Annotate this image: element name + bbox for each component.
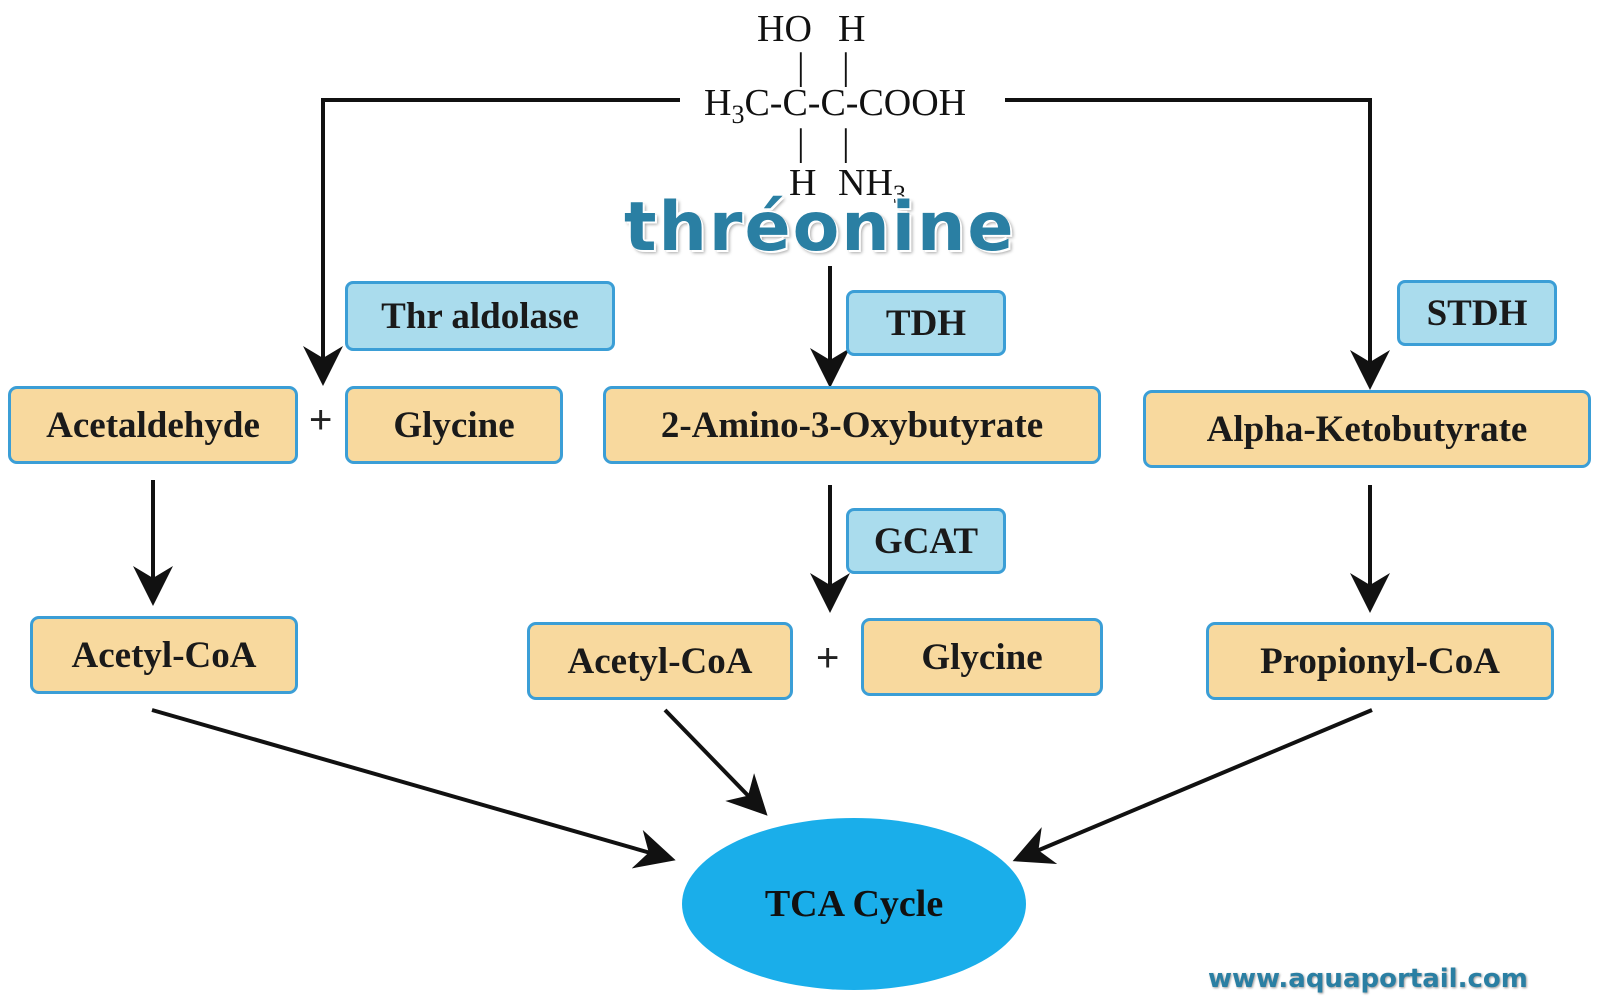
diagram-title: thréonine (624, 188, 1016, 267)
arrow-mid-acetylcoa-to-tca (663, 708, 768, 816)
bond-top-left: | (797, 46, 805, 88)
formula-nh-subscript: 3 (892, 180, 906, 209)
formula-h3c-h: H (704, 82, 732, 124)
arrow-to-alpha-ketobutyrate (1005, 98, 1390, 390)
arrow-left-acetylcoa-to-tca (151, 708, 676, 869)
bond-bottom-right: | (842, 122, 850, 164)
node-2-amino-3-oxybutyrate: 2-Amino-3-Oxybutyrate (603, 386, 1101, 464)
node-glycine-mid: Glycine (861, 618, 1103, 696)
enzyme-stdh: STDH (1397, 280, 1557, 346)
formula-main-chain: H3C-C-C-COOH (704, 82, 967, 128)
node-tca-cycle: TCA Cycle (682, 818, 1026, 990)
arrow-to-acetaldehyde (303, 98, 680, 386)
plus-sign-mid: + (816, 636, 840, 680)
node-acetyl-coa-mid: Acetyl-CoA (527, 622, 793, 700)
enzyme-thr-aldolase: Thr aldolase (345, 281, 615, 351)
enzyme-gcat: GCAT (846, 508, 1006, 574)
formula-nh: NH (838, 162, 893, 204)
formula-top-left: HO (757, 8, 812, 50)
bond-top-right: | (842, 46, 850, 88)
node-acetyl-coa-left: Acetyl-CoA (30, 616, 298, 694)
plus-sign-left: + (309, 398, 333, 442)
node-propionyl-coa: Propionyl-CoA (1206, 622, 1554, 700)
node-glycine-left: Glycine (345, 386, 563, 464)
formula-top-right: H (838, 8, 866, 50)
bond-bottom-left: | (797, 122, 805, 164)
formula-bottom-left: H (789, 162, 817, 204)
node-acetaldehyde: Acetaldehyde (8, 386, 298, 464)
node-alpha-ketobutyrate: Alpha-Ketobutyrate (1143, 390, 1591, 468)
arrow-propionylcoa-to-tca (1012, 708, 1373, 865)
watermark-text: www.aquaportail.com (1208, 964, 1528, 994)
formula-chain-rest: C-C-C-COOH (744, 82, 967, 124)
formula-bottom-right: NH3 (838, 162, 906, 208)
formula-h3c-subscript: 3 (731, 100, 745, 129)
enzyme-tdh: TDH (846, 290, 1006, 356)
